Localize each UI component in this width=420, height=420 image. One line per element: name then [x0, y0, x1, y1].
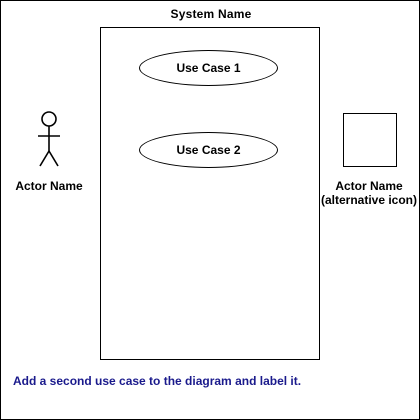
use-case-2[interactable]: Use Case 2: [139, 132, 278, 168]
actor-alternative-icon[interactable]: [343, 113, 397, 167]
actor-alternative-label-line1: Actor Name: [335, 179, 403, 193]
actor-label: Actor Name: [15, 179, 83, 193]
actor-alternative-label-line2: (alternative icon): [320, 193, 418, 207]
system-name: System Name: [170, 7, 252, 21]
actor-alternative-label: Actor Name (alternative icon): [319, 179, 419, 207]
instruction-text: Add a second use case to the diagram and…: [13, 374, 302, 388]
system-boundary: [100, 27, 320, 360]
stick-figure-actor-icon[interactable]: [35, 111, 63, 169]
use-case-1[interactable]: Use Case 1: [139, 50, 278, 86]
